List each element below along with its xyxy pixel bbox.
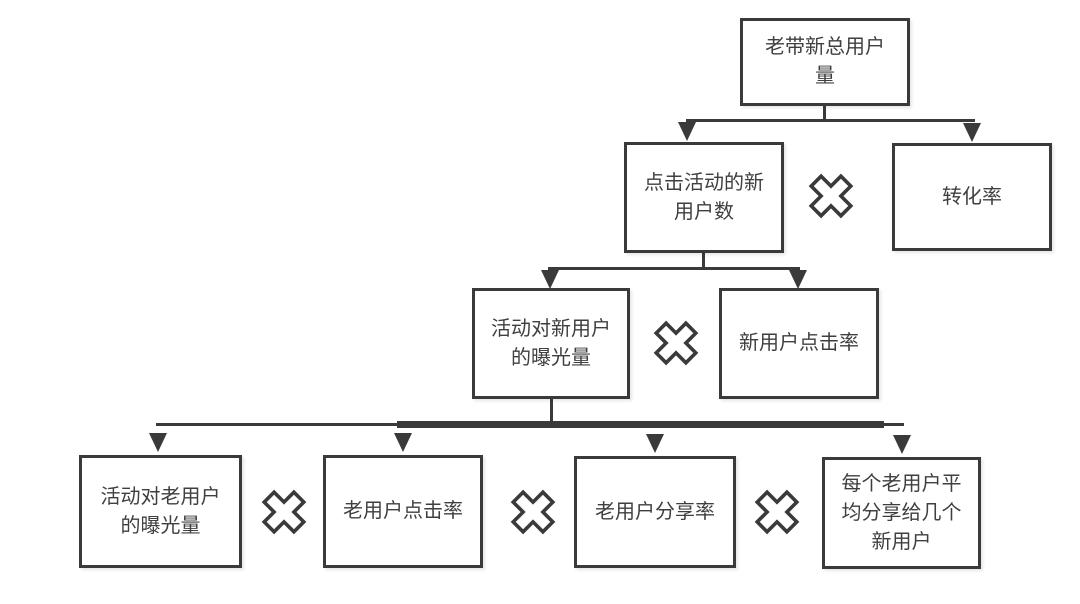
- node-avg-new-users-per-old-user: 每个老用户平 均分享给几个 新用户: [822, 457, 981, 569]
- arrow-down-icon: [893, 435, 911, 454]
- arrow-down-icon: [963, 123, 981, 142]
- node-conversion-rate: 转化率: [892, 143, 1052, 251]
- connector-line: [702, 251, 705, 269]
- connector-line: [397, 421, 884, 428]
- node-exposure-to-old-users: 活动对老用户 的曝光量: [79, 455, 242, 568]
- arrow-down-icon: [678, 122, 696, 141]
- connector-line: [550, 399, 553, 425]
- node-new-users-clicked: 点击活动的新 用户数: [624, 142, 784, 253]
- node-exposure-to-new-users: 活动对新用户 的曝光量: [472, 288, 630, 399]
- multiply-icon: [808, 173, 854, 219]
- node-total-new-users: 老带新总用户 量: [740, 18, 910, 106]
- arrow-down-icon: [646, 434, 664, 453]
- connector-line: [686, 119, 975, 122]
- multiply-icon: [261, 489, 307, 535]
- multiply-icon: [510, 489, 556, 535]
- arrow-down-icon: [394, 433, 412, 452]
- node-old-user-click-rate: 老用户点击率: [323, 455, 483, 568]
- node-old-user-share-rate: 老用户分享率: [574, 456, 736, 568]
- arrow-down-icon: [541, 270, 559, 289]
- arrow-down-icon: [149, 433, 167, 452]
- node-new-user-click-rate: 新用户点击率: [719, 288, 879, 399]
- connector-line: [548, 267, 800, 270]
- multiply-icon: [754, 489, 800, 535]
- connector-line: [823, 103, 826, 121]
- multiply-icon: [653, 320, 699, 366]
- arrow-down-icon: [789, 270, 807, 289]
